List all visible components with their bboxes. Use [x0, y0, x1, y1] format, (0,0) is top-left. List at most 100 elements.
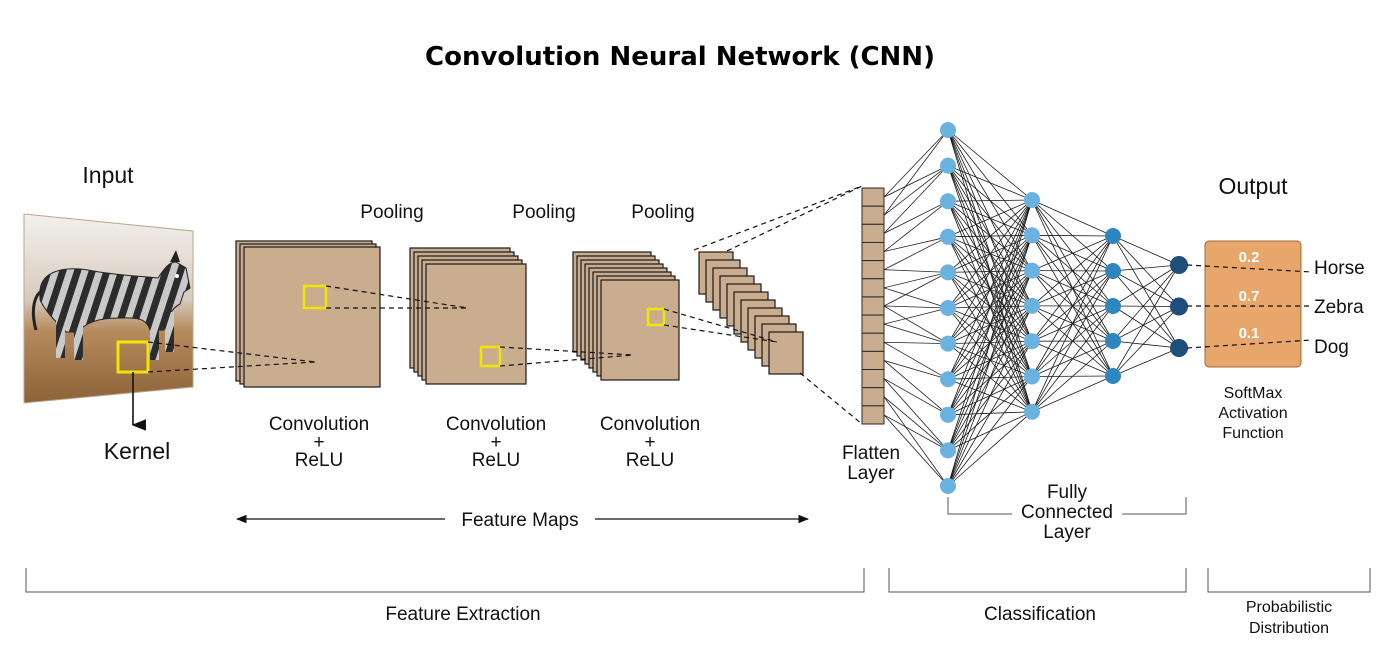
pooling-label-1: Pooling — [360, 202, 423, 223]
feature-map-layer — [244, 247, 380, 387]
flatten-layer-column — [862, 188, 884, 424]
conv-relu-2: ReLU — [472, 450, 521, 471]
classification-bracket — [889, 568, 1186, 592]
pooling-label-2: Pooling — [512, 202, 575, 223]
connection — [884, 308, 948, 324]
connection — [948, 271, 1032, 486]
flatten-cell — [862, 206, 884, 224]
neuron-node-layer-1 — [940, 478, 956, 494]
connection — [948, 166, 1032, 200]
fc-label-line3: Layer — [1043, 522, 1091, 543]
neuron-node-layer-1 — [940, 442, 956, 458]
diagram-title: Convolution Neural Network (CNN) — [425, 42, 935, 72]
neuron-node-layer-1 — [940, 264, 956, 280]
neuron-node-layer-4 — [1170, 256, 1188, 274]
connection — [884, 306, 948, 344]
flatten-label-line2: Layer — [847, 463, 895, 484]
feature-extraction-label: Feature Extraction — [385, 604, 540, 625]
feature-map-stack-4 — [699, 252, 803, 374]
class-dog: Dog — [1314, 337, 1349, 358]
flatten-cell — [862, 370, 884, 388]
flatten-cell — [862, 406, 884, 424]
feature-map-stack-2 — [410, 248, 526, 384]
fc-label-line1: Fully — [1047, 482, 1088, 503]
connection — [884, 360, 948, 414]
connection — [1032, 376, 1113, 412]
flatten-cell — [862, 224, 884, 242]
softmax-label-line3: Function — [1222, 425, 1283, 442]
probabilistic-label-line1: Probabilistic — [1246, 599, 1332, 616]
neuron-node-layer-1 — [940, 158, 956, 174]
connection — [884, 272, 948, 306]
input-label: Input — [82, 162, 134, 188]
neuron-node-layer-1 — [940, 122, 956, 138]
connection — [884, 272, 948, 287]
conv-relu-1: ReLU — [295, 450, 344, 471]
flatten-cell — [862, 261, 884, 279]
connection — [884, 324, 948, 343]
connection — [884, 237, 948, 270]
classification-label: Classification — [984, 604, 1096, 625]
connection — [884, 306, 948, 308]
flatten-cell — [862, 351, 884, 369]
connection — [1113, 348, 1179, 376]
connection — [884, 342, 948, 343]
neuron-node-layer-3 — [1105, 298, 1121, 314]
flatten-cell — [862, 242, 884, 260]
flatten-cell — [862, 315, 884, 333]
feature-map-layer — [601, 280, 679, 380]
neuron-node-layer-3 — [1105, 228, 1121, 244]
neuron-node-layer-3 — [1105, 368, 1121, 384]
connection — [884, 360, 948, 379]
neuron-node-layer-1 — [940, 371, 956, 387]
flatten-cell — [862, 188, 884, 206]
neuron-node-layer-4 — [1170, 339, 1188, 357]
flatten-cell — [862, 388, 884, 406]
connection — [884, 379, 948, 415]
output-label: Output — [1218, 173, 1288, 199]
neuron-node-layer-2 — [1024, 298, 1040, 314]
input-image — [24, 214, 193, 403]
softmax-label-line2: Activation — [1218, 405, 1287, 422]
connection — [1032, 306, 1113, 412]
neuron-node-layer-1 — [940, 300, 956, 316]
class-horse: Horse — [1314, 258, 1365, 279]
connection — [884, 201, 948, 233]
connection — [1032, 235, 1113, 236]
prob-dog: 0.1 — [1239, 325, 1260, 342]
pooling-label-3: Pooling — [631, 202, 694, 223]
connection — [1113, 271, 1179, 348]
connection — [884, 342, 948, 379]
neuron-node-layer-4 — [1170, 298, 1188, 316]
neuron-node-layer-3 — [1105, 263, 1121, 279]
probabilistic-bracket — [1208, 568, 1370, 592]
class-zebra: Zebra — [1314, 297, 1364, 318]
connection — [1032, 236, 1113, 412]
flatten-cell — [862, 297, 884, 315]
feature-maps-label: Feature Maps — [461, 510, 578, 531]
flatten-cell — [862, 279, 884, 297]
connection — [884, 379, 948, 451]
connection — [1113, 265, 1179, 271]
flatten-label-line1: Flatten — [842, 443, 900, 464]
prob-zebra: 0.7 — [1239, 288, 1260, 305]
connection — [1113, 236, 1179, 348]
neuron-node-layer-1 — [940, 193, 956, 209]
connection — [884, 270, 948, 273]
connection — [884, 166, 948, 234]
fc-label-line2: Connected — [1021, 502, 1113, 523]
conv-relu-3: ReLU — [626, 450, 675, 471]
connection — [884, 288, 948, 308]
neuron-node-layer-2 — [1024, 192, 1040, 208]
connection — [1113, 306, 1179, 307]
connection — [1113, 307, 1179, 342]
neuron-node-layer-2 — [1024, 333, 1040, 349]
neuron-node-layer-1 — [940, 407, 956, 423]
kernel-label: Kernel — [104, 438, 170, 464]
connection — [1032, 200, 1113, 236]
connection — [948, 130, 1032, 200]
connection — [1113, 236, 1179, 265]
flatten-cell — [862, 333, 884, 351]
connection — [884, 166, 948, 197]
